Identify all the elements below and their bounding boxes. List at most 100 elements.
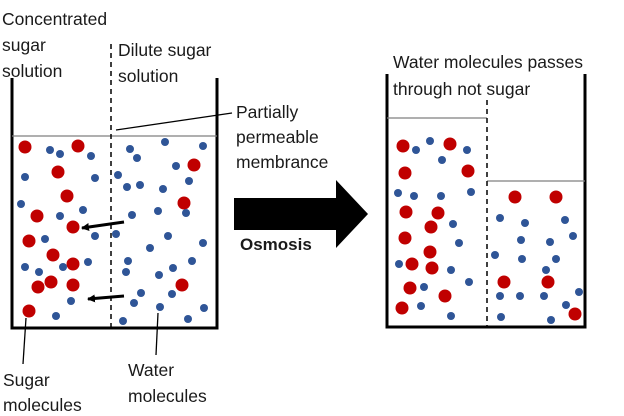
right-water-molecule — [496, 292, 504, 300]
right-water-molecule — [540, 292, 548, 300]
left-water-molecule — [41, 235, 49, 243]
left-sugar-molecule — [44, 275, 58, 289]
left-water-molecule — [126, 145, 134, 153]
left-water-molecule — [67, 297, 75, 305]
right-sugar-molecule — [461, 164, 475, 178]
left-sugar-molecule — [60, 189, 74, 203]
right-water-molecule — [569, 232, 577, 240]
right-sugar-molecule — [549, 190, 563, 204]
left-water-molecule — [146, 244, 154, 252]
left-sugar-molecule — [31, 280, 45, 294]
left-sugar-molecule — [46, 248, 60, 262]
right-sugar-molecule — [395, 301, 409, 315]
left-water-molecule — [137, 289, 145, 297]
sugar-molecules-label: Sugar molecules — [3, 370, 82, 415]
left-water-molecule — [56, 212, 64, 220]
left-sugar-molecule — [18, 140, 32, 154]
left-water-molecule — [133, 154, 141, 162]
right-sugar-molecule — [431, 206, 445, 220]
left-water-molecule — [123, 183, 131, 191]
right-water-molecule — [497, 313, 505, 321]
right-sugar-molecule — [423, 245, 437, 259]
right-water-molecule — [417, 302, 425, 310]
right-beaker-outline — [385, 74, 587, 329]
right-sugar-molecule — [541, 275, 555, 289]
right-particles — [394, 137, 583, 324]
right-water-molecule — [463, 146, 471, 154]
right-sugar-molecule — [398, 231, 412, 245]
left-water-molecule — [188, 257, 196, 265]
right-water-molecule — [420, 283, 428, 291]
right-water-molecule — [438, 156, 446, 164]
left-sugar-molecule — [71, 139, 85, 153]
right-sugar-molecule — [399, 205, 413, 219]
water-molecules-label: Water molecules — [128, 360, 207, 406]
right-sugar-molecule — [398, 166, 412, 180]
right-water-molecule — [412, 146, 420, 154]
left-water-molecule — [164, 232, 172, 240]
left-water-molecule — [119, 317, 127, 325]
left-water-molecule — [56, 150, 64, 158]
right-sugar-molecule — [396, 139, 410, 153]
left-sugar-molecule — [175, 278, 189, 292]
right-water-molecule — [467, 188, 475, 196]
osmosis-label: Osmosis — [240, 235, 312, 254]
right-beaker — [385, 74, 587, 329]
left-water-molecule — [35, 268, 43, 276]
left-water-molecule — [172, 162, 180, 170]
right-water-molecule — [426, 137, 434, 145]
left-beaker — [10, 44, 233, 365]
right-water-molecule — [552, 255, 560, 263]
left-sugar-molecule — [30, 209, 44, 223]
left-water-molecule — [84, 258, 92, 266]
left-sugar-molecule — [187, 158, 201, 172]
right-water-molecule — [410, 192, 418, 200]
right-water-molecule — [562, 301, 570, 309]
concentrated-solution-label: Concentrated sugar solution — [2, 9, 112, 81]
right-water-molecule — [447, 266, 455, 274]
left-water-molecule — [136, 181, 144, 189]
left-water-molecule — [59, 263, 67, 271]
left-sugar-molecule — [177, 196, 191, 210]
left-sugar-molecule — [66, 257, 80, 271]
right-caption: Water molecules passes through not sugar — [393, 52, 588, 99]
left-particles — [17, 138, 208, 325]
left-water-molecule — [46, 146, 54, 154]
left-beaker-outline — [10, 78, 219, 330]
left-water-molecule — [185, 177, 193, 185]
right-water-molecule — [395, 260, 403, 268]
right-water-molecule — [546, 238, 554, 246]
water-flow-arrow-lower — [87, 294, 125, 303]
right-water-molecule — [575, 288, 583, 296]
water-flow-arrow-upper — [81, 220, 125, 231]
left-water-molecule — [114, 171, 122, 179]
left-water-molecule — [155, 271, 163, 279]
sugar-pointer-line — [22, 317, 27, 365]
left-water-molecule — [128, 211, 136, 219]
membrane-label: Partially permeable membrance — [236, 102, 328, 172]
right-water-molecule — [394, 189, 402, 197]
left-water-molecule — [154, 207, 162, 215]
right-sugar-molecule — [438, 289, 452, 303]
water-pointer-line — [155, 312, 159, 356]
right-sugar-molecule — [403, 281, 417, 295]
left-sugar-molecule — [22, 234, 36, 248]
left-water-molecule — [91, 232, 99, 240]
right-water-molecule — [437, 192, 445, 200]
left-water-molecule — [91, 174, 99, 182]
left-sugar-molecule — [66, 278, 80, 292]
left-water-molecule — [21, 263, 29, 271]
left-sugar-molecule — [51, 165, 65, 179]
right-sugar-molecule — [424, 220, 438, 234]
right-water-molecule — [516, 292, 524, 300]
right-water-molecule — [542, 266, 550, 274]
right-sugar-molecule — [497, 275, 511, 289]
left-water-molecule — [124, 257, 132, 265]
left-water-molecule — [184, 315, 192, 323]
right-sugar-molecule — [508, 190, 522, 204]
dilute-solution-label: Dilute sugar solution — [118, 40, 216, 86]
osmosis-process-arrow — [234, 180, 368, 248]
right-water-molecule — [455, 239, 463, 247]
left-water-molecule — [161, 138, 169, 146]
